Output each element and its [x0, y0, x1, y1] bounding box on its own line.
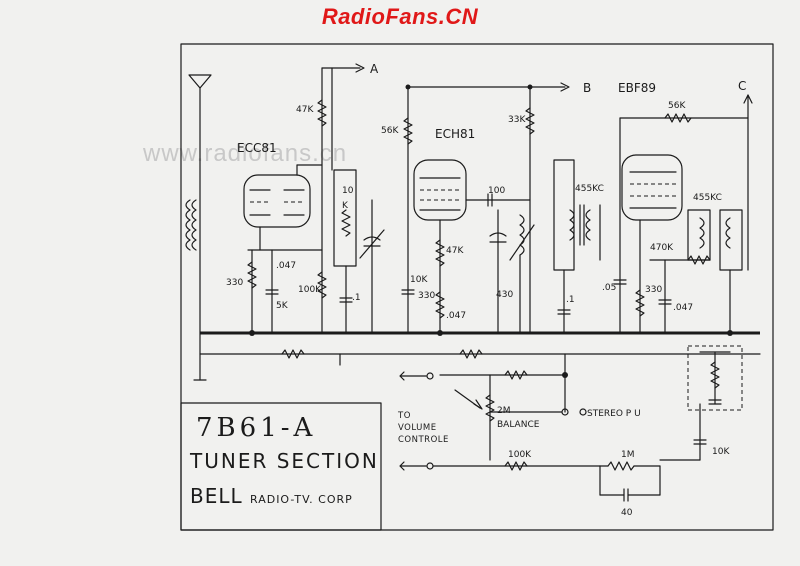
label-330-c: 330 [645, 285, 662, 295]
tuning-capacitor-1 [359, 199, 385, 334]
label-pot-k: K [342, 201, 349, 211]
arrow-c [743, 94, 753, 104]
label-40: 40 [621, 508, 633, 518]
label-430: 430 [496, 290, 513, 300]
label-47k: 47K [296, 105, 314, 115]
resistor-470k [687, 255, 711, 265]
label-05: .05 [602, 283, 616, 293]
if-transformer-455kc-2 [687, 209, 743, 334]
label-2m: 2M [497, 406, 511, 416]
rc-network-1m-40 [599, 459, 701, 502]
arrow-volume-1 [399, 371, 427, 381]
junction-dot [562, 372, 568, 378]
potentiometer-10k [331, 67, 357, 334]
shield-box [687, 345, 743, 411]
label-455kc-1: 455KC [575, 184, 604, 194]
outer-frame [180, 43, 774, 531]
tube-label-ebf89: EBF89 [618, 81, 656, 95]
resistor-330-a [247, 261, 257, 289]
arrow-a [355, 63, 365, 73]
label-047-c: .047 [673, 303, 693, 313]
label-1m: 1M [621, 450, 635, 460]
resistor-56k-c [664, 113, 692, 123]
label-stereo-pu: STEREO P U [587, 409, 641, 419]
label-330-b: 330 [418, 291, 435, 301]
if-transformer-455kc-1 [553, 159, 601, 334]
tuning-capacitor-2 [489, 209, 507, 334]
label-56k: 56K [381, 126, 399, 136]
terminal-volume-1 [426, 372, 434, 380]
antenna-coil [185, 199, 197, 251]
node-a: A [370, 62, 379, 76]
ech81-tube [413, 159, 467, 221]
label-455kc-2: 455KC [693, 193, 722, 203]
section-title: TUNER SECTION [189, 449, 379, 473]
model-number: 7B61-A [196, 413, 316, 443]
label-47k-mid: 47K [446, 246, 464, 256]
tube-label-ecc81: ECC81 [237, 141, 277, 155]
junction-dot [249, 330, 255, 336]
resistor-330-c [635, 289, 645, 317]
label-pot-10: 10 [342, 186, 354, 196]
label-330-a: 330 [226, 278, 243, 288]
watermark: www.radiofans.cn [143, 140, 348, 167]
resistor-47k [317, 99, 327, 127]
junction-dot [727, 330, 733, 336]
ecc81-tube [243, 174, 311, 228]
resistor-33k [525, 107, 535, 135]
label-5k: 5K [276, 301, 289, 311]
label-10k: 10K [410, 275, 428, 285]
resistor-shield [710, 361, 720, 389]
antenna-symbol [188, 74, 212, 381]
label-100k: 100K [298, 285, 322, 295]
site-header: RadioFans.CN [321, 4, 479, 29]
resistor-330-b [435, 291, 445, 319]
node-c: C [738, 79, 746, 93]
label-100: 100 [488, 186, 505, 196]
tube-label-ech81: ECH81 [435, 127, 475, 141]
label-10k-b: 10K [712, 447, 730, 457]
terminal-stereo-2 [579, 408, 587, 416]
resistor-56k [403, 117, 413, 145]
label-balance: BALANCE [497, 420, 540, 430]
arrow-b [560, 82, 570, 92]
junction-dot [527, 84, 533, 90]
label-33k: 33K [508, 115, 526, 125]
resistor-47k-mid [435, 239, 445, 267]
label-100k-b: 100K [508, 450, 532, 460]
title-block [180, 402, 382, 531]
resistor-bottom-mid [459, 349, 483, 359]
label-047-b: .047 [446, 311, 466, 321]
note-volume: VOLUME [398, 423, 437, 433]
resistor-100k-b [504, 461, 528, 471]
balance-control [439, 353, 566, 461]
note-controle: CONTROLE [398, 435, 449, 445]
terminal-volume-2 [426, 462, 434, 470]
label-cap-1-a: .1 [352, 293, 361, 303]
label-cap-1-b: .1 [566, 295, 575, 305]
note-to: TO [397, 411, 411, 421]
junction-dot [405, 84, 411, 90]
maker-rest: RADIO-TV. CORP [250, 493, 353, 506]
arrow-volume-2 [399, 461, 427, 471]
resistor-bottom-left [281, 349, 305, 359]
ebf89-tube [621, 154, 683, 221]
label-047-a: .047 [276, 261, 296, 271]
label-56k-c: 56K [668, 101, 686, 111]
node-b: B [583, 81, 591, 95]
resistor-100k [317, 271, 327, 299]
maker-bold: BELL [190, 484, 243, 508]
junction-dot [437, 330, 443, 336]
label-470k: 470K [650, 243, 674, 253]
